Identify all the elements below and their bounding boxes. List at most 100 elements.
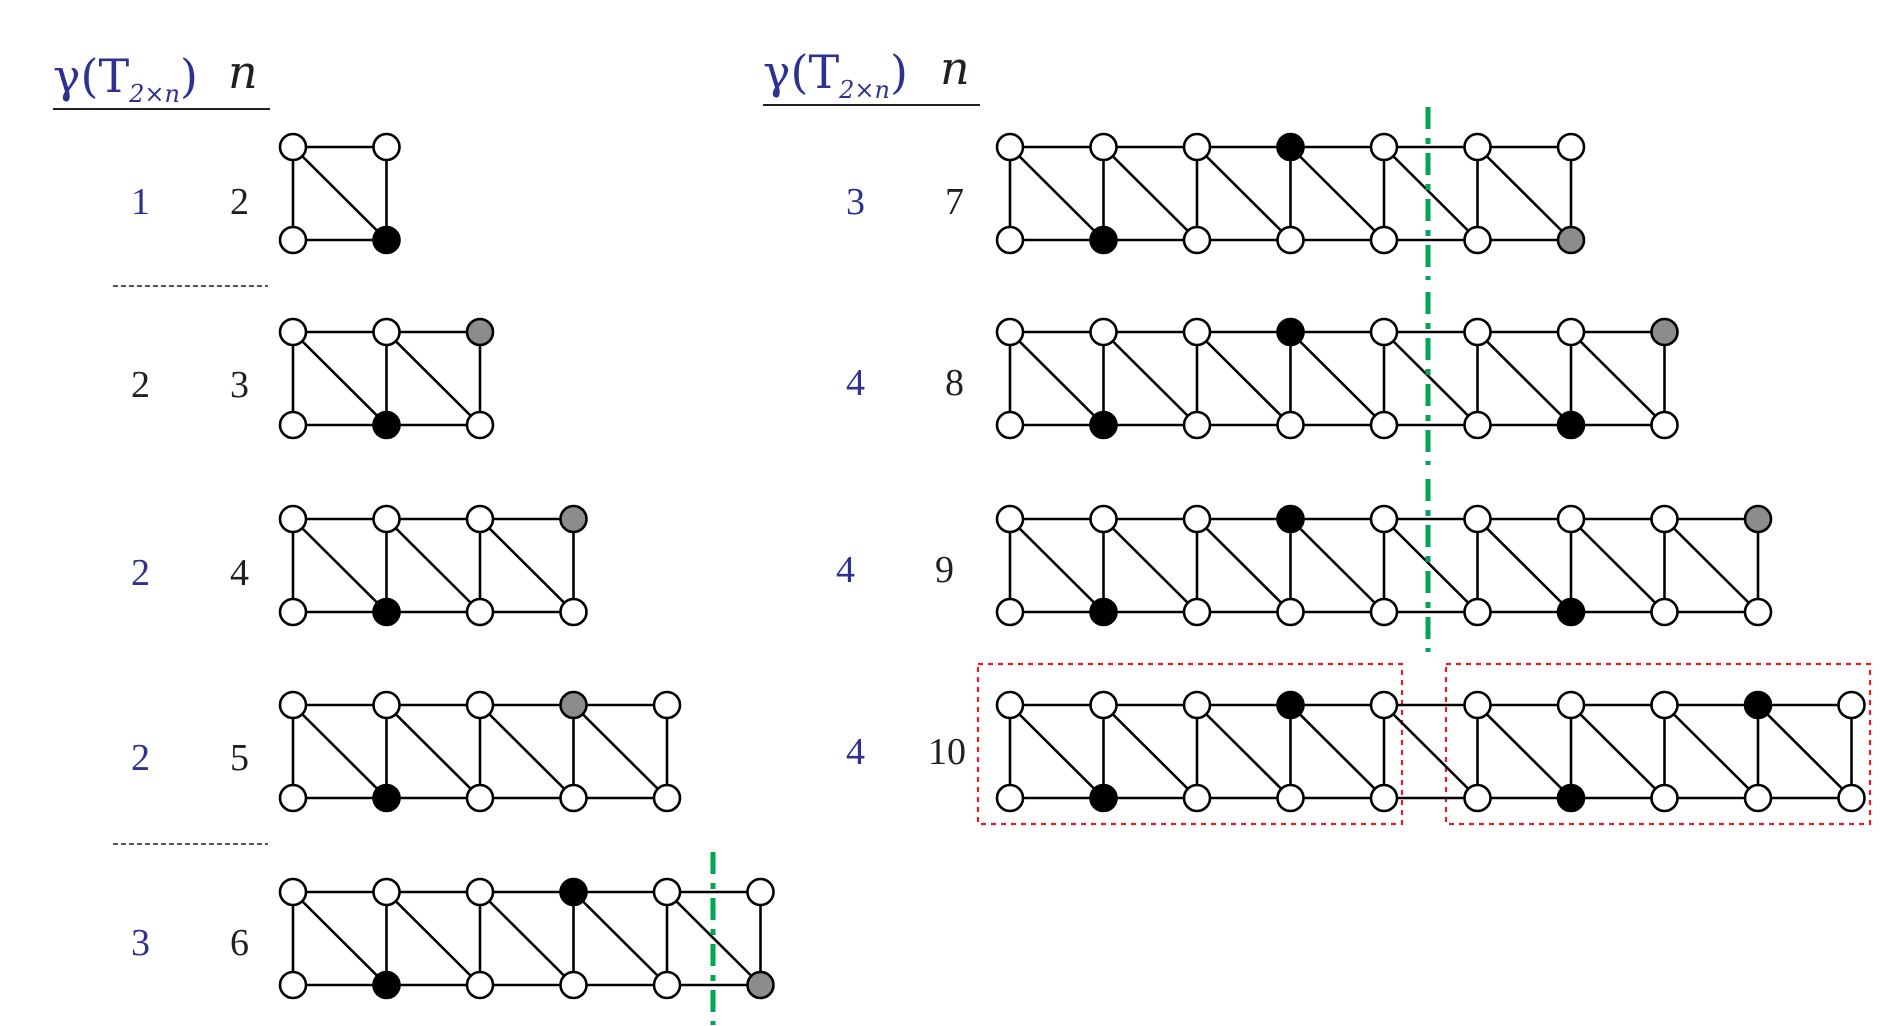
graph-edge bbox=[1383, 146, 1479, 241]
vertex bbox=[1089, 132, 1118, 162]
graph-edge bbox=[1289, 331, 1385, 426]
added-vertex bbox=[1650, 317, 1679, 347]
dominating-vertex bbox=[1089, 225, 1118, 255]
graph-edge bbox=[1383, 704, 1479, 799]
header-n-right: n bbox=[940, 41, 970, 95]
graph-t2x8 bbox=[995, 292, 1679, 465]
n-value: 9 bbox=[935, 549, 954, 591]
added-vertex bbox=[559, 504, 588, 534]
graph-t2x4 bbox=[278, 504, 588, 627]
dominating-vertex bbox=[1089, 783, 1118, 813]
vertex bbox=[372, 504, 401, 534]
vertex bbox=[465, 504, 495, 534]
partition-box-right bbox=[1444, 662, 1872, 826]
header-subscript: 2×n bbox=[128, 80, 180, 108]
right-header: γ(T2×n) n bbox=[763, 41, 980, 106]
added-vertex bbox=[559, 690, 588, 720]
vertex bbox=[278, 877, 308, 907]
gamma-value: 4 bbox=[846, 731, 865, 773]
graph-edge bbox=[385, 891, 481, 986]
added-vertex bbox=[465, 317, 495, 347]
graph-t2x2 bbox=[278, 132, 401, 255]
graph-edge bbox=[1383, 331, 1479, 426]
vertex bbox=[995, 317, 1025, 347]
graph-edge bbox=[1009, 146, 1105, 241]
graph-edge bbox=[385, 518, 481, 613]
vertex bbox=[1276, 597, 1305, 627]
graph-edge bbox=[385, 704, 481, 799]
graph-edge bbox=[479, 704, 575, 799]
vertex bbox=[995, 504, 1025, 534]
vertex bbox=[278, 783, 308, 813]
vertex bbox=[465, 410, 495, 440]
gamma-value: 4 bbox=[846, 362, 865, 404]
n-value: 3 bbox=[230, 364, 249, 406]
n-value: 5 bbox=[230, 737, 249, 779]
vertex bbox=[559, 597, 588, 627]
graph-edge bbox=[1289, 704, 1385, 799]
graph-edge bbox=[1476, 146, 1572, 241]
graph-edge bbox=[1383, 518, 1479, 613]
vertex bbox=[1182, 132, 1212, 162]
graph-edge bbox=[1476, 331, 1572, 426]
vertex bbox=[1182, 410, 1212, 440]
vertex bbox=[1182, 225, 1212, 255]
header-close-paren: ) bbox=[180, 49, 198, 103]
graph-t2x5 bbox=[278, 690, 682, 813]
graph-edge bbox=[572, 704, 668, 799]
header-gamma-right: γ(T2×n) bbox=[763, 45, 908, 104]
vertex bbox=[652, 690, 682, 720]
vertex bbox=[995, 597, 1025, 627]
vertex bbox=[465, 970, 495, 1000]
vertex bbox=[559, 783, 588, 813]
vertex bbox=[995, 690, 1025, 720]
vertex bbox=[465, 690, 495, 720]
added-vertex bbox=[746, 970, 775, 1000]
graph-edge bbox=[1476, 704, 1572, 799]
graph-edge bbox=[1102, 331, 1198, 426]
vertex bbox=[1463, 597, 1492, 627]
vertex bbox=[1556, 504, 1586, 534]
graphs bbox=[278, 107, 1866, 1025]
header-subscript: 2×n bbox=[838, 76, 890, 104]
vertex bbox=[465, 877, 495, 907]
vertex bbox=[1650, 783, 1679, 813]
vertex bbox=[1182, 317, 1212, 347]
vertex bbox=[1743, 783, 1773, 813]
dominating-vertex bbox=[559, 877, 588, 907]
header-gamma-text: γ(T bbox=[53, 49, 129, 103]
vertex bbox=[1556, 317, 1586, 347]
vertex bbox=[465, 597, 495, 627]
dominating-vertex bbox=[1556, 410, 1586, 440]
vertex bbox=[1182, 504, 1212, 534]
dominating-vertex bbox=[372, 225, 401, 255]
vertex bbox=[1276, 783, 1305, 813]
gamma-value: 3 bbox=[846, 181, 865, 223]
vertex bbox=[1182, 597, 1212, 627]
vertex bbox=[995, 410, 1025, 440]
graph-edge bbox=[1009, 704, 1105, 799]
header-n-left: n bbox=[228, 45, 258, 99]
left-header: γ(T2×n) n bbox=[53, 45, 270, 110]
vertex bbox=[1650, 690, 1679, 720]
vertex bbox=[1463, 690, 1492, 720]
dominating-vertex bbox=[1089, 410, 1118, 440]
vertex bbox=[652, 970, 682, 1000]
graph-edge bbox=[292, 891, 388, 986]
vertex bbox=[1089, 690, 1118, 720]
vertex bbox=[1463, 504, 1492, 534]
vertex bbox=[1276, 410, 1305, 440]
vertex bbox=[1182, 690, 1212, 720]
vertex bbox=[1650, 410, 1679, 440]
graph-edge bbox=[666, 891, 762, 986]
graph-edge bbox=[292, 146, 388, 241]
vertex bbox=[1743, 597, 1773, 627]
graph-t2x7 bbox=[995, 107, 1586, 280]
n-value: 7 bbox=[945, 181, 964, 223]
graph-edge bbox=[1196, 146, 1292, 241]
graph-edge bbox=[1570, 518, 1666, 613]
partition-box-left bbox=[976, 662, 1404, 826]
gamma-value: 4 bbox=[836, 549, 855, 591]
vertex bbox=[1837, 783, 1866, 813]
vertex bbox=[465, 783, 495, 813]
